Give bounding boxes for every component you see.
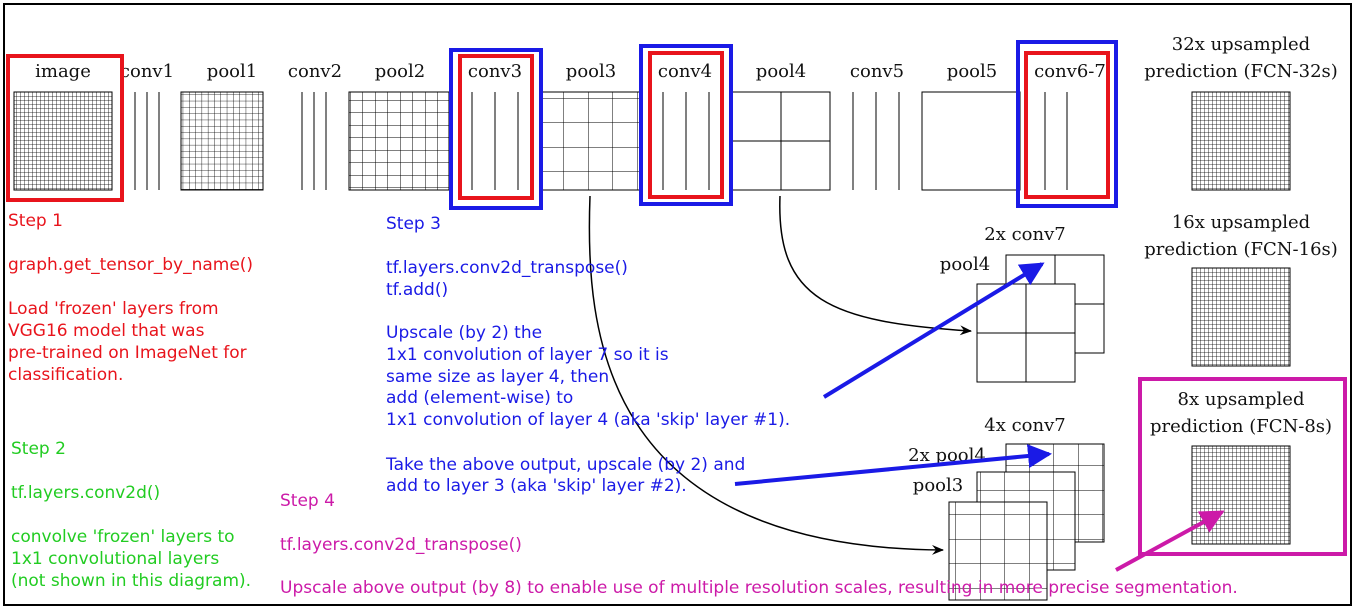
layer-label-conv5: conv5 [850,61,904,82]
layer-pool2 [348,91,450,191]
step3-desc-line1: Upscale (by 2) the [386,323,542,343]
fcn16-label-line2: prediction (FCN-16s) [1144,239,1338,260]
fcn32-label-line1: 32x upsampled [1172,34,1310,55]
step2-group: Step 2 tf.layers.conv2d() convolve 'froz… [11,439,251,591]
layer-pool3 [541,91,641,191]
step4-function: tf.layers.conv2d_transpose() [280,535,522,555]
highlight-conv6-7-blue [1016,40,1118,208]
step2-desc-line2: 1x1 convolutional layers [11,549,219,569]
layer-label-conv4: conv4 [658,61,712,82]
stack-pool4 [976,283,1076,383]
highlight-conv3-red [458,54,534,200]
fcn32-label-line2: prediction (FCN-32s) [1144,61,1338,82]
layer-label-pool3: pool3 [566,61,616,82]
step2-title: Step 2 [11,439,66,459]
layer-label-pool5: pool5 [947,61,997,82]
step3-group: Step 3 tf.layers.conv2d_transpose() tf.a… [385,214,790,496]
step1-title: Step 1 [8,211,63,231]
layer-pool1 [180,91,264,191]
layer-conv4 [662,92,710,190]
step1-desc-line1: Load 'frozen' layers from [8,299,219,319]
step2-desc-line1: convolve 'frozen' layers to [11,527,235,547]
highlight-conv6-7-red [1024,51,1110,199]
step4-group: Step 4 tf.layers.conv2d_transpose() Upsc… [280,491,1238,598]
stack-label-2x-conv7: 2x conv7 [984,224,1065,245]
arrow-step3-to-4x-conv7 [734,444,1052,486]
arrow-pool3-to-stack [588,195,944,555]
step3-desc2-line2: add to layer 3 (aka 'skip' layer #2). [386,476,687,496]
outer-border [3,3,1352,606]
layer-label-pool4: pool4 [756,61,806,82]
fcn8-prediction [1191,445,1291,545]
step1-group: Step 1 graph.get_tensor_by_name() Load '… [8,211,253,385]
step1-desc-line2: VGG16 model that was [8,321,205,341]
layer-pool4 [731,91,831,191]
layer-image [13,91,113,191]
stack-label-pool3: pool3 [913,475,963,496]
step3-desc2-line1: Take the above output, upscale (by 2) an… [385,455,745,475]
layer-conv5 [852,92,900,190]
step1-desc-line3: pre-trained on ImageNet for [8,343,247,363]
step2-function: tf.layers.conv2d() [11,483,160,503]
step1-desc-line4: classification. [8,365,123,385]
layer-conv1 [134,92,160,190]
stack-label-pool4: pool4 [940,254,990,275]
fcn8-label-line1: 8x upsampled [1178,389,1305,410]
arrow-step3-to-2x-conv7 [822,262,1045,399]
step3-desc-line4: add (element-wise) to [386,388,573,408]
arrow-pool4-to-stack [779,195,972,336]
highlight-image-red [6,54,124,202]
step4-desc: Upscale above output (by 8) to enable us… [280,578,1238,598]
layer-label-pool1: pool1 [207,61,257,82]
fcn32-prediction [1191,91,1291,191]
highlight-fcn8-magenta [1138,377,1347,556]
arrow-step4-to-fcn8 [1115,510,1225,572]
layer-conv2 [301,92,327,190]
layer-pool5 [921,91,1021,191]
fcn16-prediction [1191,267,1291,367]
step3-title: Step 3 [386,214,441,234]
stack-pool3 [948,501,1048,601]
stack-label-4x-conv7: 4x conv7 [984,415,1065,436]
step2-desc-line3: (not shown in this diagram). [11,571,251,591]
layer-label-image: image [35,61,91,82]
layer-label-conv1: conv1 [120,61,174,82]
step3-function-1: tf.layers.conv2d_transpose() [386,258,628,278]
layer-conv3 [471,92,519,190]
step1-function: graph.get_tensor_by_name() [8,255,253,275]
highlight-conv4-blue [639,44,733,206]
fcn8-label-line2: prediction (FCN-8s) [1150,416,1332,437]
step3-function-2: tf.add() [386,280,448,300]
layer-label-conv2: conv2 [288,61,342,82]
layer-label-pool2: pool2 [375,61,425,82]
step4-title: Step 4 [280,491,335,511]
layer-label-conv3: conv3 [468,61,522,82]
highlight-conv3-blue [449,48,543,210]
step3-desc-line3: same size as layer 4, then [386,367,609,387]
layer-label-conv6-7: conv6-7 [1034,61,1106,82]
step3-desc-line5: 1x1 convolution of layer 4 (aka 'skip' l… [386,410,790,430]
layer-conv6-7 [1044,92,1068,190]
fcn16-label-line1: 16x upsampled [1172,212,1310,233]
highlight-conv4-red [648,51,724,199]
step3-desc-line2: 1x1 convolution of layer 7 so it is [386,345,669,365]
